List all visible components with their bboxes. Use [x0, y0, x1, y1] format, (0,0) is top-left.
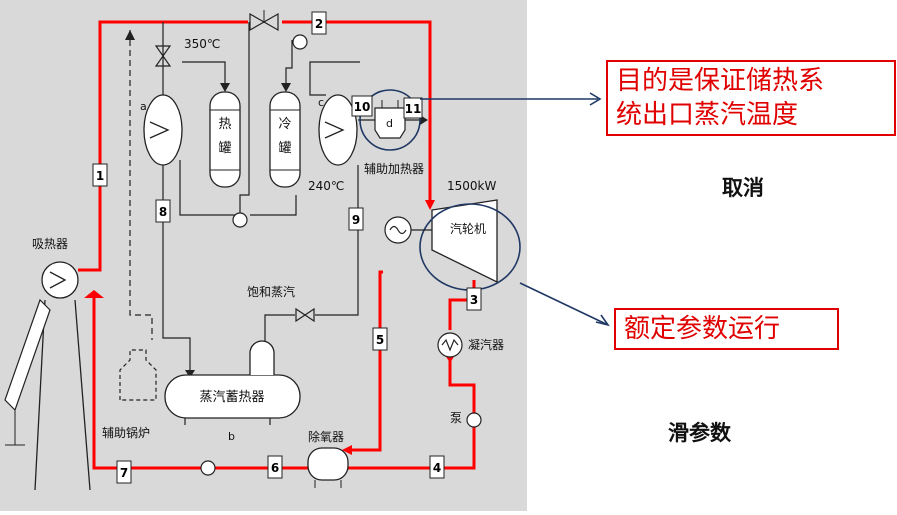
svg-text:3: 3 [470, 293, 478, 307]
hot-tank-label-2: 罐 [218, 141, 231, 156]
solar-receiver [4, 261, 91, 491]
turbine-label: 汽轮机 [450, 221, 486, 236]
node-7: 7 [116, 460, 132, 484]
node-9: 9 [348, 207, 364, 231]
generator-icon [384, 216, 432, 244]
callout-top: 目的是保证储热系 统出口蒸汽温度 [606, 60, 896, 136]
sliding-pressure-label: 滑参数 [668, 420, 731, 445]
svg-text:4: 4 [433, 461, 441, 475]
heat-exchanger-a [143, 94, 183, 166]
process-diagram: 350℃ 240℃ 热 罐 冷 罐 1500kW 汽轮机 辅助加热器 吸热器 辅… [0, 0, 527, 511]
sat-steam-label: 饱和蒸汽 [247, 284, 295, 299]
turbine-power-label: 1500kW [447, 179, 496, 193]
svg-text:11: 11 [405, 102, 422, 116]
aux-boiler-label: 辅助锅炉 [102, 425, 150, 440]
node-1: 1 [92, 163, 108, 187]
steam-accumulator [164, 340, 301, 419]
svg-text:9: 9 [352, 213, 360, 227]
hot-tank-label-1: 热 [218, 117, 231, 132]
aux-boiler-icon [119, 349, 157, 401]
condenser-label: 凝汽器 [468, 337, 504, 352]
svg-text:10: 10 [354, 100, 371, 114]
temp-hot-label: 350℃ [184, 37, 220, 51]
pumps [200, 34, 482, 476]
svg-text:1: 1 [96, 169, 104, 183]
callout-bottom: 额定参数运行 [614, 308, 839, 350]
cold-tank-label-2: 罐 [278, 141, 291, 156]
condenser-icon [437, 332, 463, 358]
absorber-label: 吸热器 [32, 237, 68, 251]
svg-text:6: 6 [271, 461, 279, 475]
aux-heater-label: 辅助加热器 [364, 162, 424, 176]
highlight-circle-aux [359, 89, 421, 151]
node-2: 2 [311, 11, 327, 35]
svg-text:8: 8 [159, 205, 167, 219]
deaerator-label: 除氧器 [308, 429, 344, 444]
dashed-arrow [125, 30, 135, 40]
node-11: 11 [403, 97, 423, 119]
svg-text:5: 5 [376, 333, 384, 347]
valve-steam [295, 307, 315, 323]
node-4: 4 [429, 455, 445, 479]
svg-text:2: 2 [315, 17, 323, 31]
callout-top-line-1: 目的是保证储热系 [616, 66, 825, 96]
turbine [431, 199, 498, 284]
svg-text:7: 7 [120, 466, 128, 480]
temp-cold-label: 240℃ [308, 179, 344, 193]
node-8: 8 [155, 199, 171, 223]
letter-b: b [228, 430, 235, 443]
steam-accumulator-label: 蒸汽蓄热器 [199, 390, 264, 405]
valve-top [249, 10, 279, 32]
hot-tank [209, 91, 241, 188]
letter-d: d [386, 117, 393, 130]
heat-exchanger-c [318, 94, 358, 166]
cold-tank-label-1: 冷 [278, 117, 291, 132]
node-3: 3 [466, 287, 482, 311]
black-arrowheads [185, 83, 428, 378]
diagram-svg: 350℃ 240℃ 热 罐 冷 罐 1500kW 汽轮机 辅助加热器 吸热器 辅… [4, 10, 521, 491]
valve-left [154, 45, 172, 67]
node-5: 5 [372, 327, 388, 351]
node-6: 6 [267, 455, 283, 479]
callout-top-line-2: 统出口蒸汽温度 [616, 100, 799, 130]
red-main-loop [78, 20, 476, 470]
aux-boiler-dashed [129, 30, 153, 340]
cancel-label: 取消 [722, 175, 764, 200]
node-10: 10 [351, 95, 373, 117]
letter-c: c [318, 96, 324, 109]
cold-tank [269, 91, 301, 188]
letter-a: a [140, 100, 147, 113]
pump-label: 泵 [450, 411, 462, 425]
deaerator [307, 447, 349, 488]
